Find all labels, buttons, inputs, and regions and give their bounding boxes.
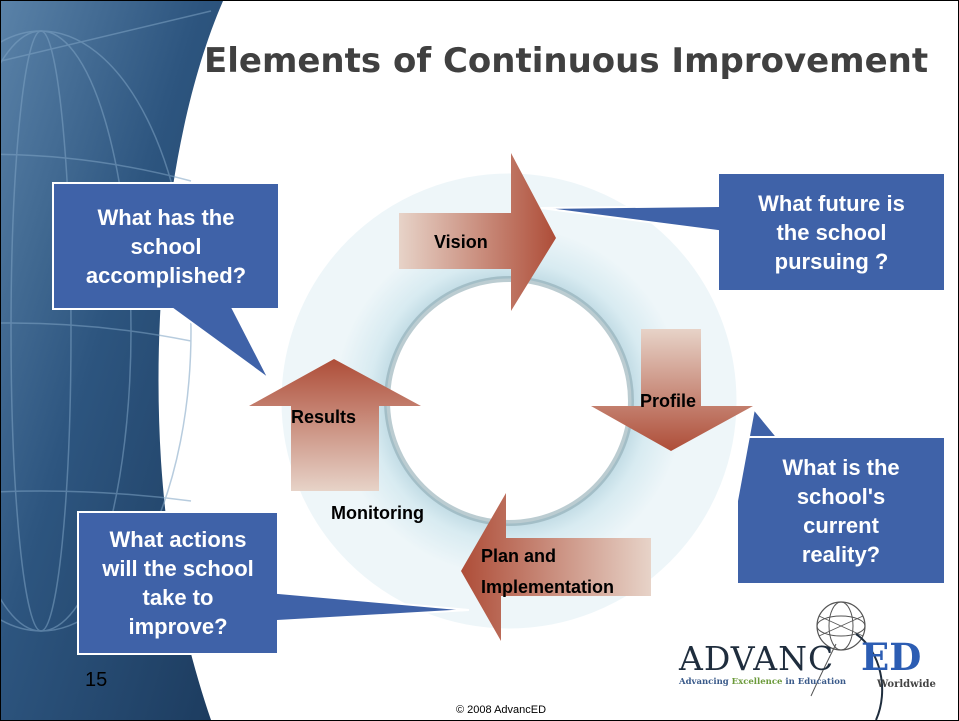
slide-number: 15 [85,669,108,691]
callout-bottom-left-shape [77,511,470,655]
logo-worldwide: Worldwide [877,679,936,690]
logo-tagline-b: Excellence [731,677,783,687]
callout-top-right-line2: the school [776,219,887,245]
callout-top-right-line3: pursuing ? [774,248,889,274]
logo-arch [855,633,884,720]
callout-bottom-right-line4: reality? [801,542,881,567]
logo-tagline: Advancing Excellence in Education [679,677,846,687]
advanced-logo: ADVANC ED Advancing Excellence in Educat… [677,591,939,691]
callout-bottom-right-line1: What is the [782,455,900,480]
cycle-label-results: Results [291,407,357,427]
cycle-label-monitoring: Monitoring [331,503,424,523]
cycle-label-vision: Vision [434,232,488,252]
callout-top-left-line2: school [130,233,202,259]
cycle-label-plan-line1: Plan and [481,546,557,566]
vision-arrow [399,153,556,311]
results-arrow [249,359,421,491]
callout-bottom-right: What is the school's current reality? [737,442,945,580]
logo-name-ed: ED [861,635,922,679]
logo-name-main: ADVANC [679,639,835,678]
callout-top-right-shape [540,172,946,292]
callout-top-right: What future is the school pursuing ? [718,177,945,287]
callout-bottom-left-line1: What actions [109,527,247,552]
page-title: Elements of Continuous Improvement [204,41,929,81]
logo-tagline-c: in Education [782,677,847,687]
callout-top-right-line1: What future is [758,190,905,216]
callout-top-left-shape [52,182,280,380]
logo-tagline-a: Advancing [679,677,732,687]
callout-bottom-right-line2: school's [796,484,886,509]
callout-bottom-left-line4: improve? [128,614,228,639]
callout-top-left-line1: What has the [97,204,235,230]
cycle-label-profile: Profile [640,391,697,411]
plan-arrow [461,493,651,641]
callout-bottom-left-line3: take to [142,585,214,610]
copyright-text: © 2008 AdvancED [456,704,547,716]
callout-top-left-line3: accomplished? [85,262,247,288]
logo-globe-icon [810,601,866,697]
callout-bottom-right-line3: current [803,513,879,538]
profile-arrow [591,329,753,451]
callout-bottom-left-line2: will the school [102,556,254,581]
callout-bottom-right-shape [736,406,946,585]
cycle-label-plan-line2: Implementation [481,577,615,597]
callout-top-left: What has the school accomplished? [53,191,279,301]
callout-bottom-left: What actions will the school take to imp… [78,515,278,651]
